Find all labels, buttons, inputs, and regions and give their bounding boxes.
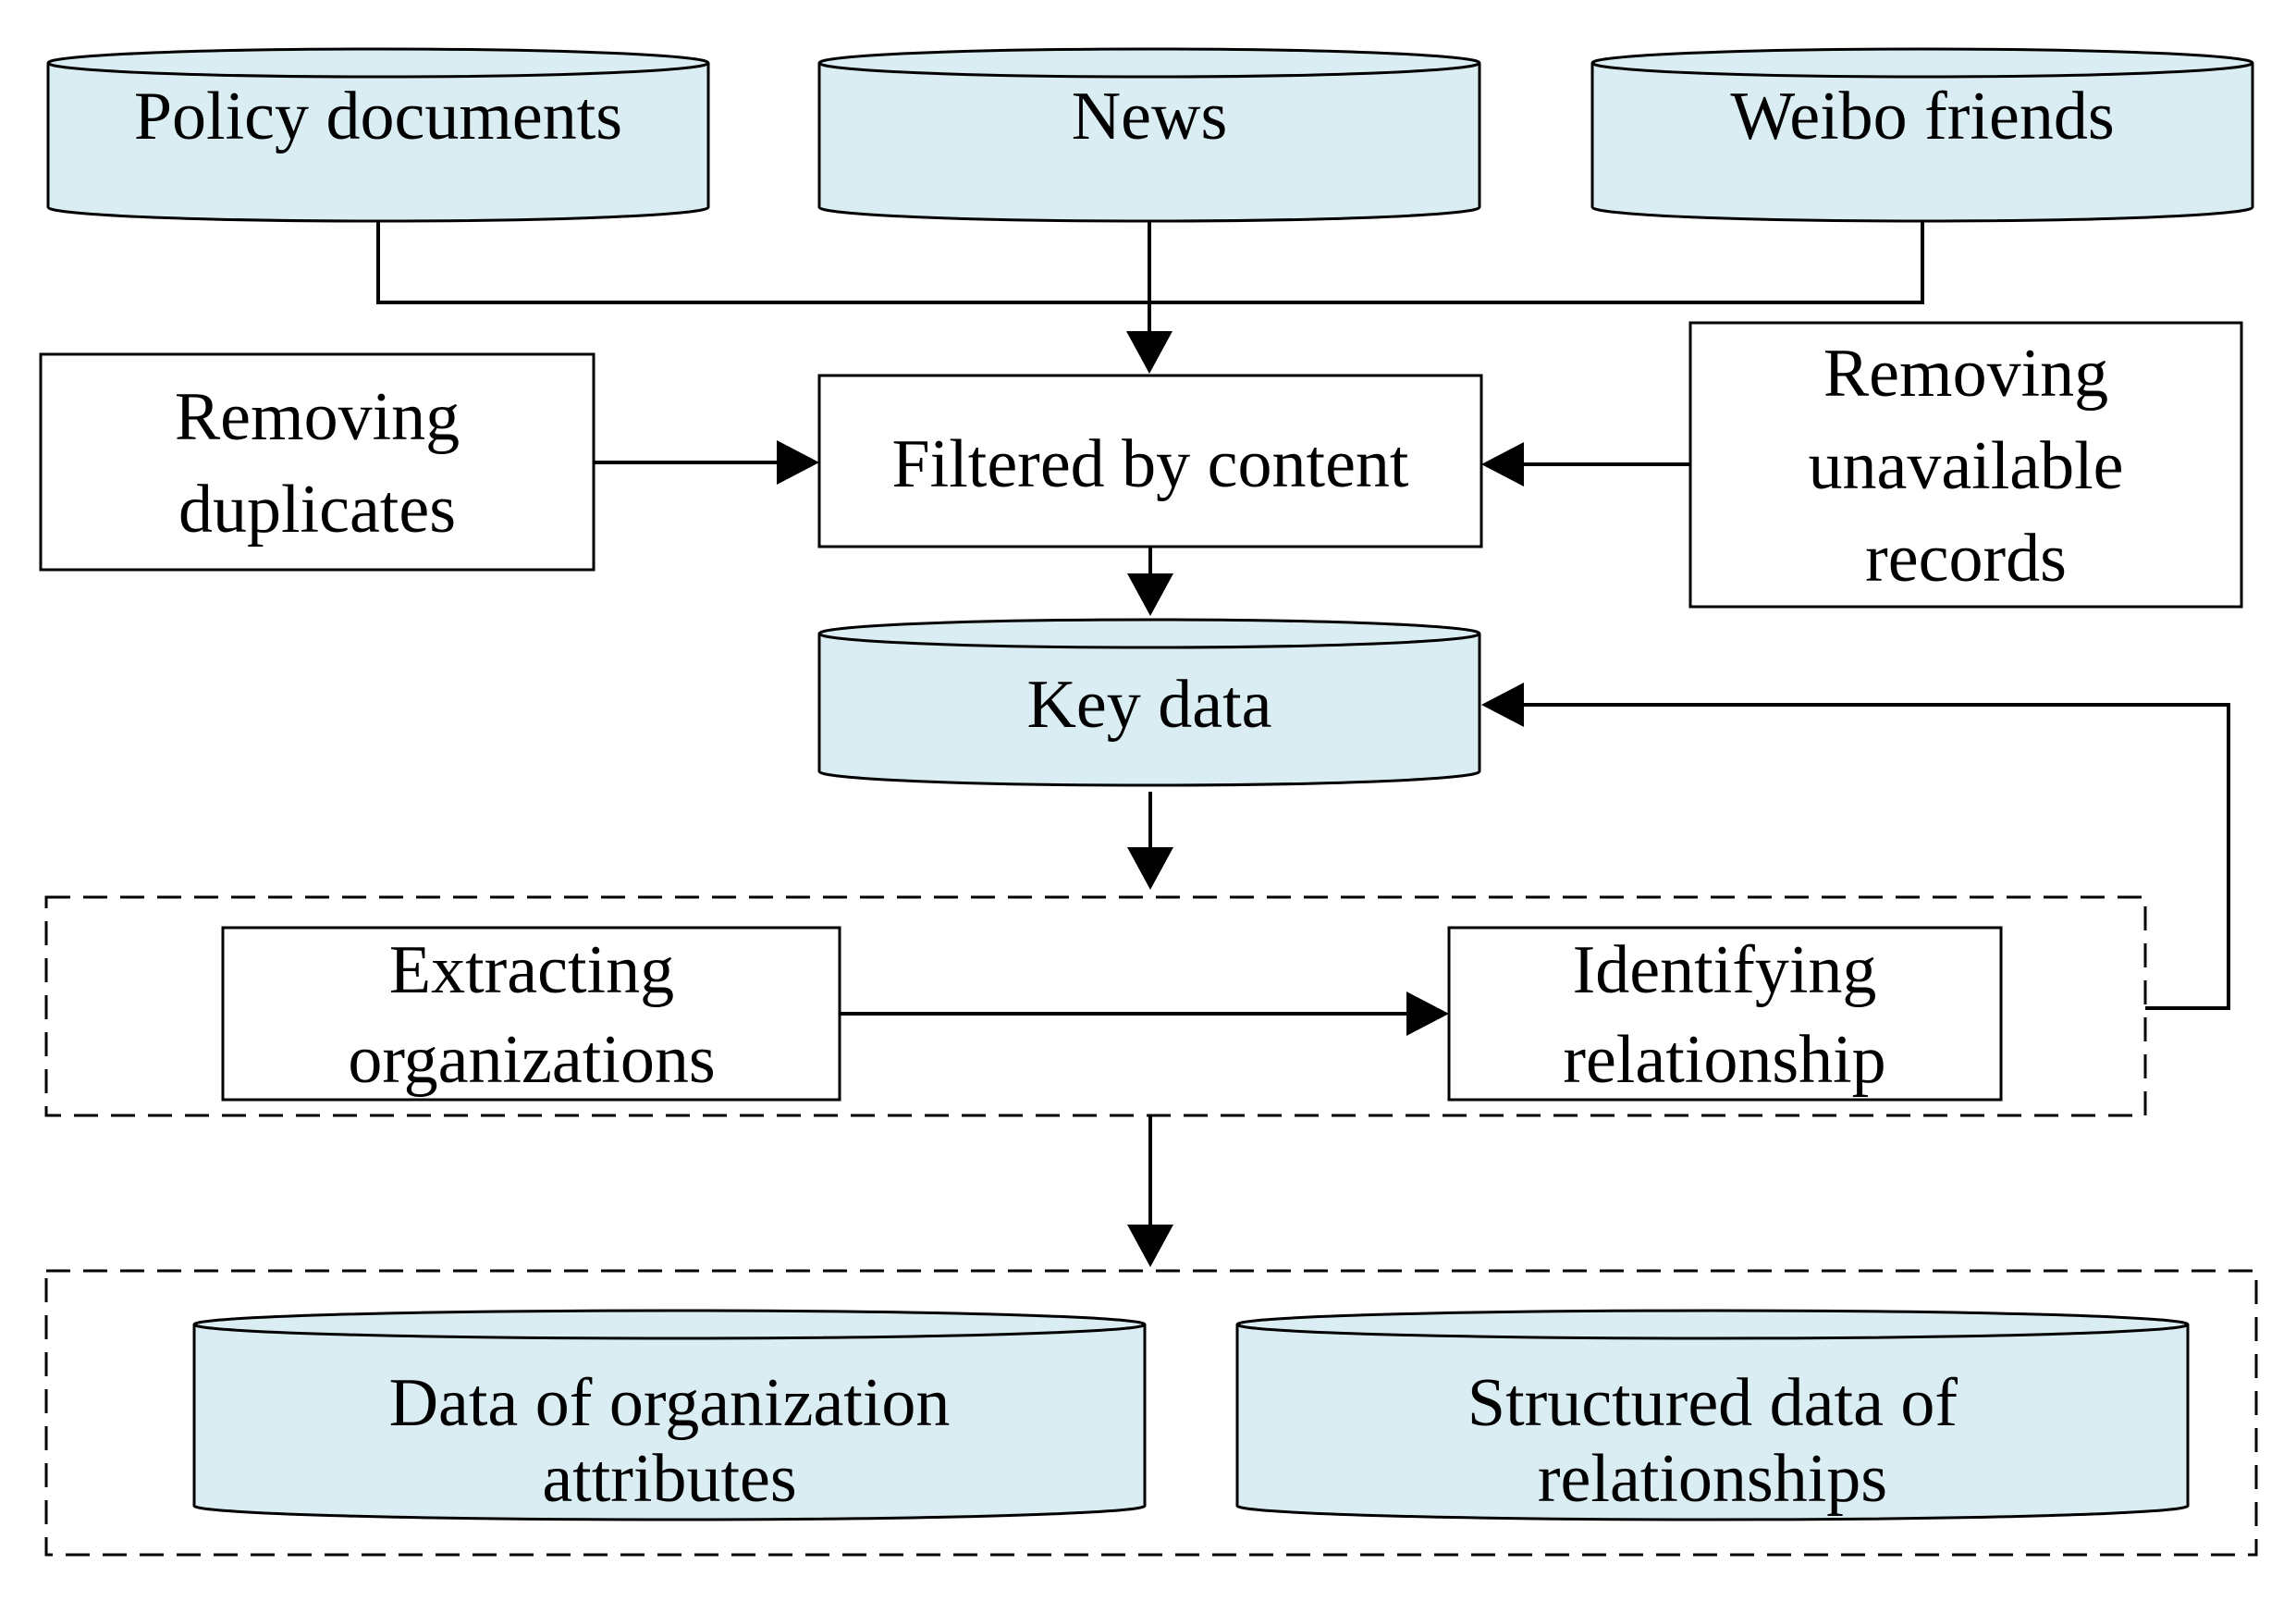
removing-unavailable-line-3: records — [1865, 521, 2067, 597]
policy-documents-db: Policy documents — [46, 47, 710, 223]
identifying-line-1: Identifying — [1573, 932, 1877, 1008]
extracting-line-2: organizations — [348, 1022, 715, 1098]
organization-attributes-db: Data of organization attributes — [192, 1309, 1147, 1521]
news-db: News — [817, 47, 1481, 223]
identifying-relationship-box: Identifying relationship — [1447, 926, 2003, 1102]
extracting-organizations-box: Extracting organizations — [221, 926, 841, 1102]
relationships-line-2: relationships — [1538, 1441, 1887, 1517]
feedback-to-keydata-arrow — [1481, 683, 2230, 1010]
relationships-line-1: Structured data of — [1467, 1365, 1958, 1441]
extract-to-identify-arrow — [840, 991, 1449, 1036]
dedupe-to-filter-arrow — [594, 440, 819, 485]
keydata-to-processing-arrow — [1127, 792, 1173, 890]
policy-documents-label: Policy documents — [134, 79, 622, 154]
outputs-group — [44, 1269, 2258, 1557]
filtered-by-content-box: Filtered by content — [817, 374, 1483, 548]
weibo-friends-label: Weibo friends — [1730, 79, 2114, 154]
filter-to-keydata-arrow — [1127, 547, 1173, 616]
sources-merge-connector — [376, 220, 1924, 374]
removing-duplicates-box: Removing duplicates — [39, 352, 595, 572]
attributes-line-2: attributes — [542, 1441, 796, 1517]
db-top — [1590, 47, 2254, 79]
filtered-by-content-label: Filtered by content — [892, 426, 1409, 502]
db-top — [817, 47, 1481, 79]
processing-to-outputs-arrow — [1127, 1115, 1173, 1267]
key-data-db: Key data — [817, 618, 1481, 787]
key-data-label: Key data — [1026, 667, 1271, 743]
removing-unavailable-line-2: unavailable — [1808, 428, 2123, 504]
weibo-friends-db: Weibo friends — [1590, 47, 2254, 223]
removing-unavailable-box: Removing unavailable records — [1688, 321, 2243, 609]
removing-duplicates-line-2: duplicates — [178, 472, 456, 548]
attributes-line-1: Data of organization — [389, 1365, 951, 1441]
identifying-line-2: relationship — [1563, 1022, 1885, 1098]
extracting-line-1: Extracting — [389, 932, 674, 1008]
db-top — [46, 47, 710, 79]
unavailable-to-filter-arrow — [1481, 442, 1690, 486]
processing-group — [44, 895, 2147, 1117]
removing-duplicates-line-1: Removing — [175, 379, 460, 455]
structured-relationships-db: Structured data of relationships — [1235, 1309, 2190, 1521]
news-label: News — [1072, 79, 1228, 154]
removing-unavailable-line-1: Removing — [1823, 336, 2108, 412]
